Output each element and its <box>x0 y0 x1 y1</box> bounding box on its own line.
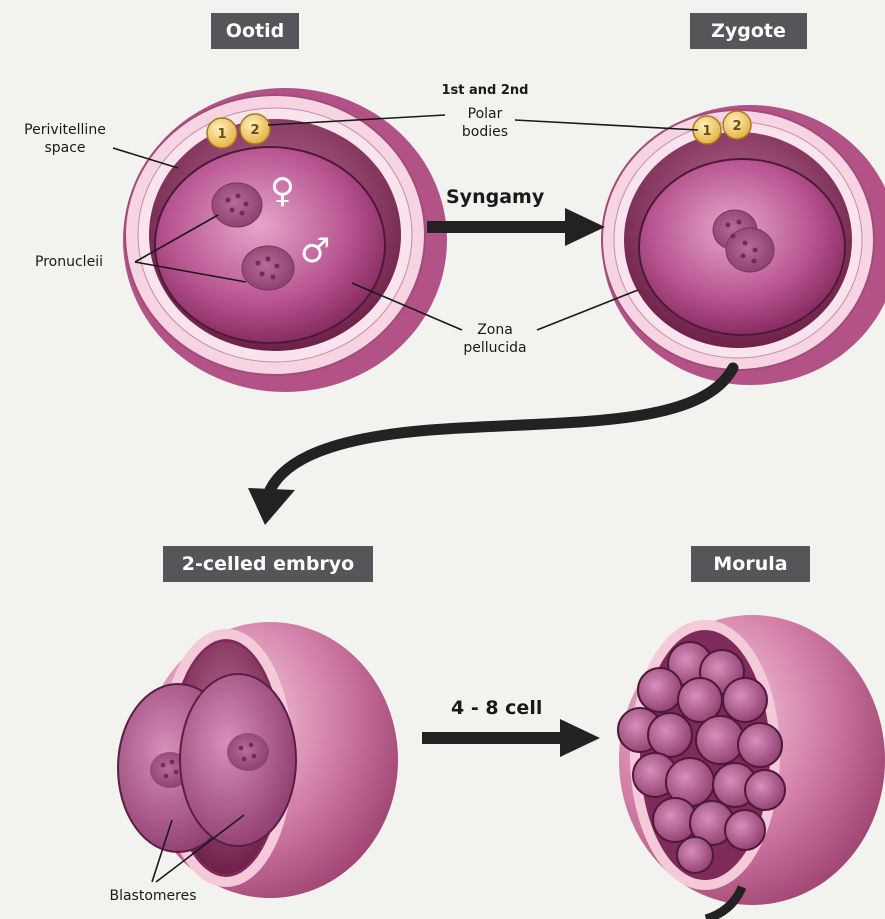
perivitelline-label-line2: space <box>15 140 115 157</box>
polar-body-2-number: 2 <box>732 119 741 134</box>
syngamy-label: Syngamy <box>446 186 544 208</box>
stage-title-ootid: Ootid <box>211 13 299 49</box>
perivitelline-label-line1: Perivitelline <box>15 122 115 139</box>
cell-division-arrow <box>422 719 600 757</box>
zona-pellucida-label-line2: pellucida <box>445 340 545 357</box>
male-symbol-icon: ♂ <box>300 231 330 271</box>
polar-bodies-label-line2: Polar <box>420 106 550 123</box>
ootid-female-pronucleus <box>212 183 262 227</box>
syngamy-arrow <box>427 208 605 246</box>
ootid-male-pronucleus <box>242 246 294 290</box>
curved-transition-arrow <box>248 368 733 525</box>
stage-title-morula: Morula <box>691 546 810 582</box>
cell-stage-label: 4 - 8 cell <box>451 697 542 719</box>
female-symbol-icon: ♀ <box>270 171 295 211</box>
pronucleii-label: Pronucleii <box>14 254 124 271</box>
ootid-cell <box>123 88 447 392</box>
stage-title-two-cell: 2-celled embryo <box>163 546 373 582</box>
blastomeres-label: Blastomeres <box>88 888 218 905</box>
polar-body-1-number: 1 <box>702 124 711 139</box>
polar-bodies-label-line3: bodies <box>420 124 550 141</box>
zona-pellucida-label-line1: Zona <box>445 322 545 339</box>
polar-body-1-number: 1 <box>217 127 226 142</box>
polar-body-2-number: 2 <box>250 123 259 138</box>
polar-bodies-label-line1: 1st and 2nd <box>420 82 550 99</box>
stage-title-zygote: Zygote <box>690 13 807 49</box>
